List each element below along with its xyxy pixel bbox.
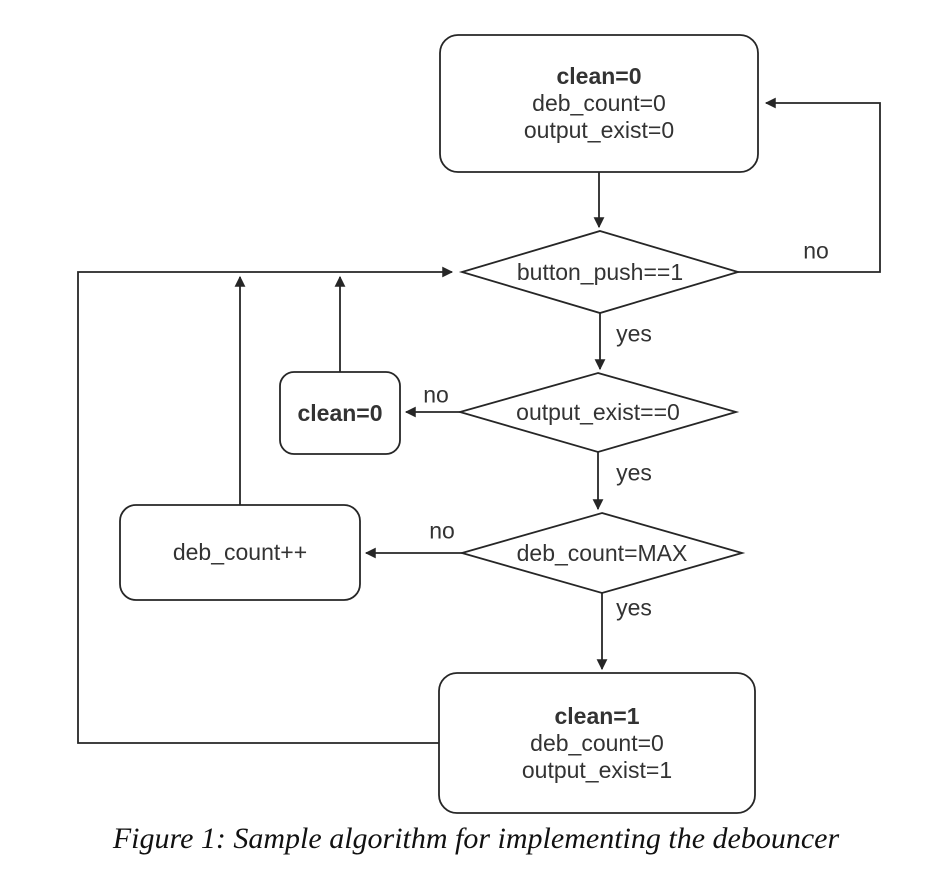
init-node-shape [439, 34, 759, 173]
done-node-shape [438, 672, 756, 814]
figure-caption: Figure 1: Sample algorithm for implement… [112, 822, 840, 855]
buttonpush-decision-diamond [458, 230, 742, 314]
cleanreset-node-shape [279, 371, 401, 455]
debcountmax-decision-diamond [458, 512, 746, 594]
edge-buttonpush-no-loop-to-init [738, 97, 881, 273]
edge-done-loop-to-buttonpush [77, 266, 454, 744]
debcountinc-node-shape [119, 504, 361, 601]
outputexist-decision-diamond [456, 372, 740, 453]
